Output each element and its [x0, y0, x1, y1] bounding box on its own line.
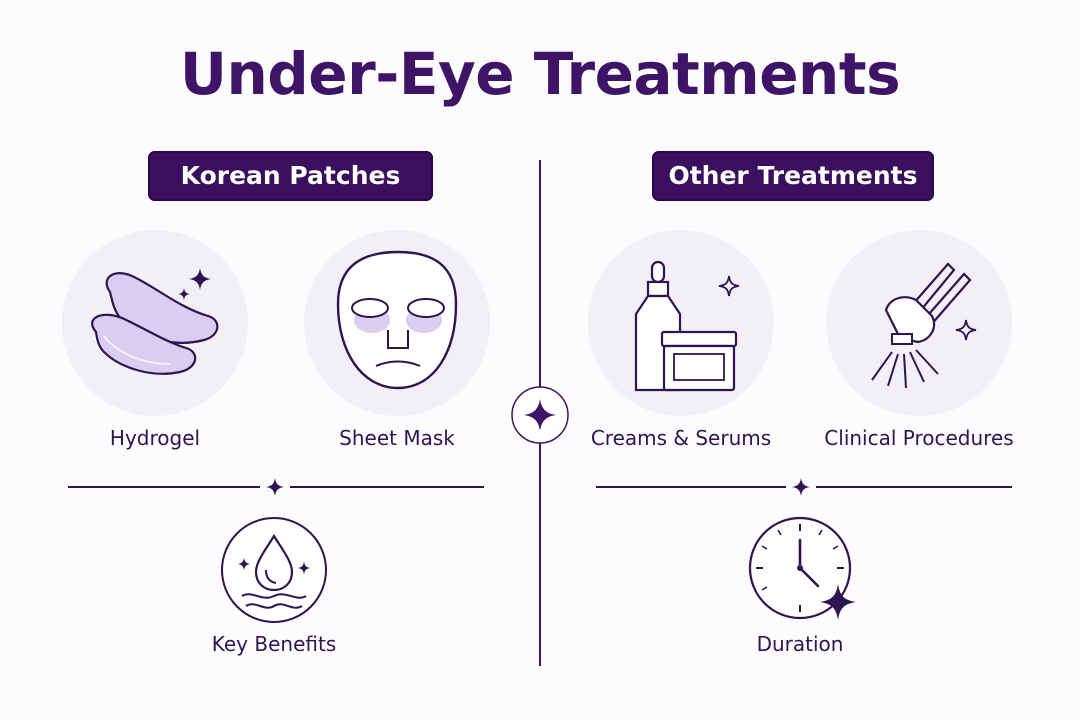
center-sparkle-badge-icon — [511, 386, 569, 444]
korean-patches-header: Korean Patches — [148, 151, 433, 201]
clinical-device-icon — [871, 262, 977, 389]
creams-serums-circle — [588, 230, 774, 416]
duration-label: Duration — [756, 632, 844, 656]
key-benefits-label: Key Benefits — [211, 632, 337, 656]
hydrogel-circle — [62, 230, 248, 416]
clinical-procedures-label: Clinical Procedures — [824, 426, 1014, 450]
other-treatments-header: Other Treatments — [652, 151, 934, 201]
left-rule-b — [290, 486, 484, 488]
center-divider-bottom — [539, 440, 541, 666]
hydrogel-patch-icon — [91, 268, 219, 375]
right-rule-a — [596, 486, 786, 488]
page-title: Under-Eye Treatments — [179, 40, 901, 108]
sheet-mask-icon — [336, 250, 458, 390]
right-rule-b — [816, 486, 1012, 488]
creams-serums-label: Creams & Serums — [590, 426, 772, 450]
left-divider-sparkle-icon — [266, 478, 284, 496]
clinical-procedures-circle — [826, 230, 1012, 416]
right-divider-sparkle-icon — [792, 478, 810, 496]
cream-bottle-icon — [634, 260, 740, 392]
water-drop-icon — [221, 517, 327, 623]
left-rule-a — [68, 486, 260, 488]
sheet-mask-label: Sheet Mask — [339, 426, 455, 450]
center-divider-top — [539, 160, 541, 390]
hydrogel-label: Hydrogel — [109, 426, 201, 450]
clock-icon — [748, 516, 856, 620]
sheet-mask-circle — [304, 230, 490, 416]
